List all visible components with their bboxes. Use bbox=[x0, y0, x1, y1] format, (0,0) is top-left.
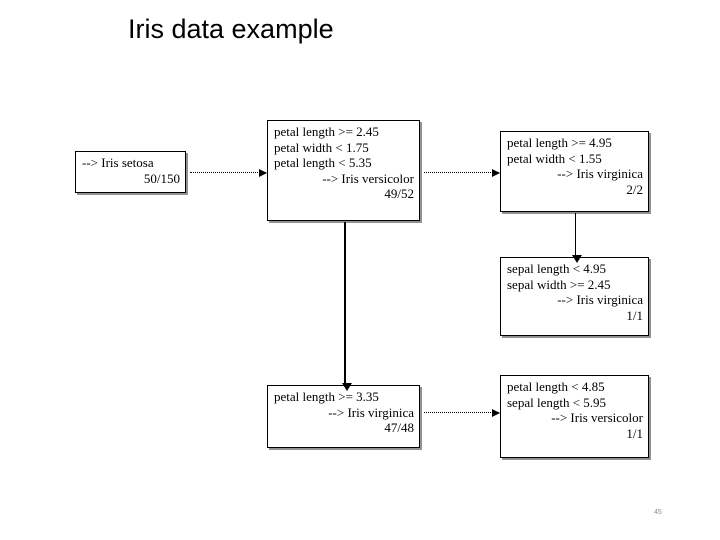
node-line: 50/150 bbox=[143, 170, 180, 186]
node-line: --> Iris virginica bbox=[557, 166, 643, 181]
arrowhead-down-icon bbox=[341, 383, 352, 391]
node-line: petal width < 1.55 bbox=[507, 150, 602, 166]
node-line: sepal length < 4.95 bbox=[507, 261, 607, 276]
node-line: 49/52 bbox=[384, 186, 414, 201]
solid-arrow-down-icon bbox=[571, 213, 582, 263]
node-line: petal length >= 3.35 bbox=[274, 389, 379, 404]
page-number: 45 bbox=[654, 509, 662, 516]
arrowhead-right-icon bbox=[259, 169, 267, 177]
dotted-arrow-right-icon bbox=[424, 169, 500, 177]
node-line: sepal length < 5.95 bbox=[507, 394, 607, 410]
iris-virginica-node-a[interactable]: petal length >= 4.95 petal width < 1.55 … bbox=[500, 131, 649, 212]
iris-virginica-node-b[interactable]: sepal length < 4.95 sepal width >= 2.45 … bbox=[500, 257, 649, 336]
node-line: --> Iris setosa bbox=[82, 155, 154, 170]
node-line: petal length >= 2.45 bbox=[274, 124, 379, 139]
node-line: 1/1 bbox=[626, 307, 643, 323]
node-line: --> Iris virginica bbox=[328, 404, 414, 420]
node-line: petal length < 4.85 bbox=[507, 379, 605, 394]
iris-setosa-node[interactable]: --> Iris setosa 50/150 bbox=[75, 151, 186, 193]
node-line: petal width < 1.75 bbox=[274, 139, 369, 155]
page-title: Iris data example bbox=[128, 14, 334, 44]
arrowhead-right-icon bbox=[492, 409, 500, 417]
iris-versicolor-node[interactable]: petal length >= 2.45 petal width < 1.75 … bbox=[267, 120, 420, 221]
node-line: 2/2 bbox=[626, 181, 643, 197]
node-line: --> Iris versicolor bbox=[551, 410, 643, 425]
node-line: petal length < 5.35 bbox=[274, 155, 372, 170]
dotted-arrow-right-icon bbox=[424, 409, 500, 417]
solid-arrow-down-icon bbox=[341, 222, 352, 391]
node-line: 47/48 bbox=[384, 420, 414, 435]
node-line: petal length >= 4.95 bbox=[507, 135, 612, 150]
node-line: --> Iris virginica bbox=[557, 292, 643, 307]
arrowhead-right-icon bbox=[492, 169, 500, 177]
node-line: --> Iris versicolor bbox=[322, 170, 414, 186]
iris-versicolor-node-b[interactable]: petal length < 4.85 sepal length < 5.95 … bbox=[500, 375, 649, 458]
node-line: sepal width >= 2.45 bbox=[507, 276, 611, 292]
arrowhead-down-icon bbox=[571, 255, 582, 263]
iris-virginica-node-c[interactable]: petal length >= 3.35 --> Iris virginica … bbox=[267, 385, 420, 448]
node-line: 1/1 bbox=[626, 425, 643, 441]
dotted-arrow-right-icon bbox=[190, 169, 267, 177]
